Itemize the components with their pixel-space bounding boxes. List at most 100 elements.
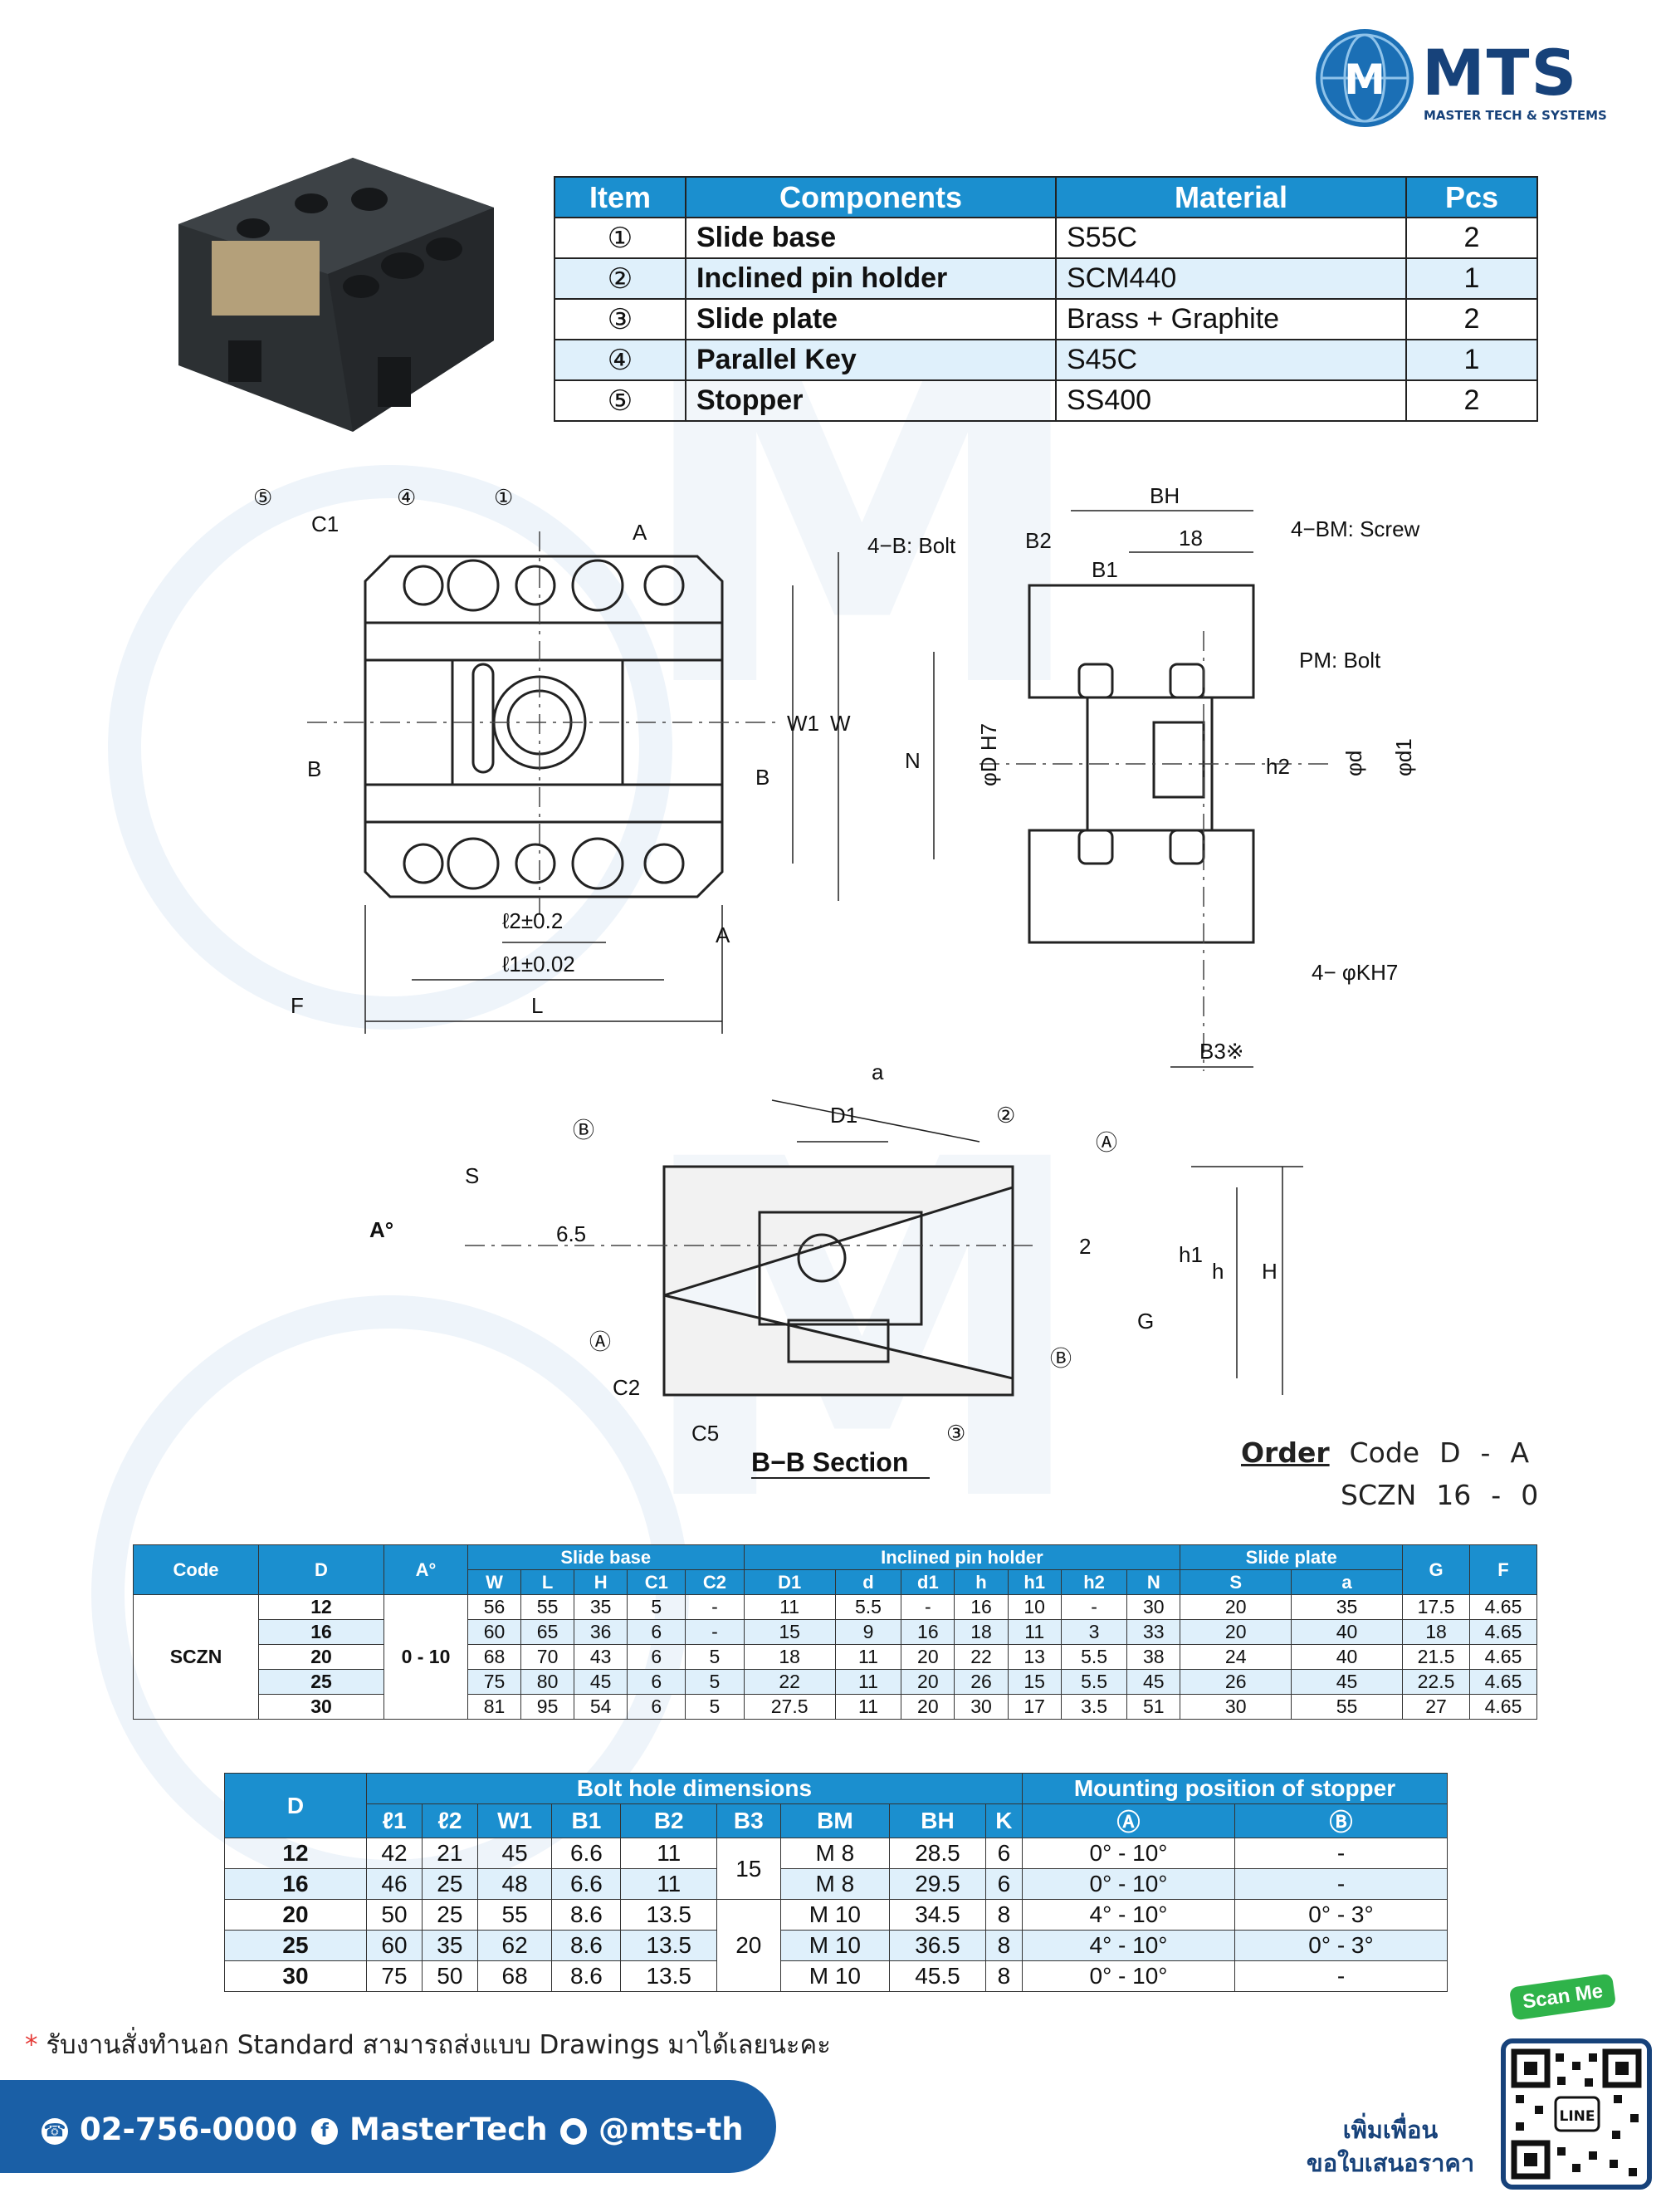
value-cell: 5 [685,1694,745,1720]
footer-phone[interactable]: ☎ 02-756-0000 [42,2112,297,2147]
component-name: Inclined pin holder [685,257,1057,300]
sub-h-pin: h [954,1569,1009,1595]
logo-globe-icon: M [1316,29,1414,127]
value-cell: 24 [1180,1644,1292,1670]
value-cell: 43 [574,1644,628,1670]
order-label: Order [1241,1436,1330,1469]
value-cell: 22.5 [1402,1669,1470,1695]
item-number: ① [554,217,686,259]
value-cell: 56 [467,1594,522,1620]
value-cell: 10 [1007,1594,1062,1620]
value-cell-b2: 13.5 [620,1930,717,1961]
value-cell-bh: 34.5 [889,1899,986,1931]
value-cell: 11 [834,1644,902,1670]
phone-icon: ☎ [42,2117,68,2145]
order-d-label: D [1439,1436,1461,1469]
value-cell-ma: 4° - 10° [1022,1899,1235,1931]
value-cell: 4.65 [1469,1669,1537,1695]
pcs: 2 [1405,298,1538,340]
value-cell: 33 [1126,1619,1181,1645]
label-c1: C1 [311,511,339,536]
label-phi-k: 4− φKH7 [1312,960,1398,985]
facebook-name: MasterTech [349,2112,548,2147]
sub-l: L [520,1569,575,1595]
label-l1: ℓ1±0.02 [502,952,575,976]
material: SS400 [1055,379,1407,422]
svg-text:M: M [1344,56,1385,104]
spec-table-main: Code D A° Slide base Inclined pin holder… [133,1544,1537,1720]
value-cell-w1: 45 [476,1838,553,1869]
label-h: h [1212,1259,1224,1284]
value-cell-mb: 0° - 3° [1234,1930,1448,1961]
value-cell-l2: 25 [421,1868,478,1900]
label-b3: B3※ [1199,1039,1244,1064]
value-cell: 21.5 [1402,1644,1470,1670]
value-cell-b1: 8.6 [551,1960,622,1992]
label-l: L [531,993,543,1018]
value-cell: 54 [574,1694,628,1720]
phone-number: 02-756-0000 [80,2112,298,2147]
label-angle: A° [369,1217,393,1242]
qr-line-label: LINE [1560,2108,1595,2125]
value-cell: 22 [743,1669,836,1695]
footer-line[interactable]: ●@mts-th [560,2112,744,2147]
label-n: N [905,748,921,773]
sub-h1: h1 [1007,1569,1062,1595]
label-d1: D1 [830,1103,857,1128]
value-cell: 80 [520,1669,575,1695]
brand-logo: M MTS MASTER TECH & SYSTEMS [1316,29,1631,129]
sub-w1: W1 [476,1803,553,1838]
group-mounting: Mounting position of stopper [1022,1773,1448,1804]
value-cell: 45 [1126,1669,1181,1695]
line-qr-code[interactable]: LINE [1501,2038,1652,2190]
value-cell-b2: 13.5 [620,1899,717,1931]
sub-n: N [1126,1569,1181,1595]
col-angle: A° [383,1544,468,1595]
scan-me-badge: Scan Me [1508,1973,1617,2021]
value-cell: 70 [520,1644,575,1670]
sub-h2: h2 [1060,1569,1128,1595]
value-cell: - [685,1594,745,1620]
sub-d1-small: d1 [901,1569,955,1595]
label-b1: B1 [1092,557,1118,582]
label-c5: C5 [691,1421,719,1446]
component-name: Parallel Key [685,339,1057,381]
value-cell-k: 8 [984,1930,1023,1961]
value-cell: 11 [834,1669,902,1695]
footer-bar [0,2080,776,2173]
value-cell: 22 [954,1644,1009,1670]
value-cell-ma: 4° - 10° [1022,1930,1235,1961]
sub-h: H [574,1569,628,1595]
label-w1: W1 [787,711,819,736]
order-a-label: A [1510,1436,1530,1469]
value-cell: 11 [1007,1619,1062,1645]
value-cell: 65 [520,1619,575,1645]
group-slide-base: Slide base [467,1544,745,1570]
b3-cell: 20 [716,1899,781,1992]
pcs: 2 [1405,217,1538,259]
label-l2: ℓ2±0.2 [502,908,563,933]
value-cell: 6 [627,1619,686,1645]
col-components: Components [685,176,1057,218]
value-cell-bm: M 10 [779,1930,891,1961]
value-cell: 27.5 [743,1694,836,1720]
sub-l2: ℓ2 [421,1803,478,1838]
value-cell-bm: M 8 [779,1838,891,1869]
add-friend-line-1: เพิ่มเพื่อน [1342,2116,1439,2144]
order-dash-2: - [1491,1479,1502,1511]
callout-5: ⑤ [253,485,272,510]
order-dash: - [1480,1436,1491,1469]
item-number: ② [554,257,686,300]
value-cell: 5 [627,1594,686,1620]
value-cell-k: 6 [984,1868,1023,1900]
value-cell: 30 [1180,1694,1292,1720]
line-id: @mts-th [598,2112,744,2147]
note-star: * [25,2030,38,2060]
d-cell: 12 [224,1838,367,1869]
sub-bm: BM [779,1803,891,1838]
value-cell: 4.65 [1469,1619,1537,1645]
value-cell: 55 [520,1594,575,1620]
